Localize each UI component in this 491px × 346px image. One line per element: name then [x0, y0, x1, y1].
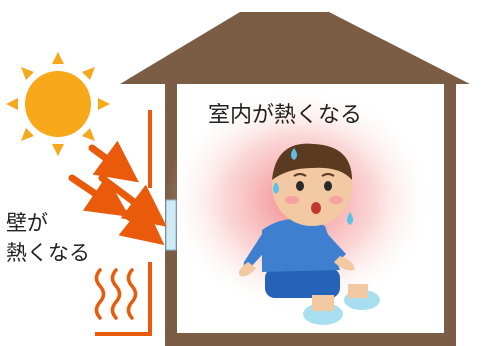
wall-heat-outline-lower	[95, 262, 152, 336]
heat-arrow-icon	[68, 140, 167, 246]
wall-right	[444, 84, 456, 346]
roof	[120, 12, 470, 84]
sun-icon	[6, 52, 110, 156]
wall-caption-line2: 熱くなる	[6, 241, 90, 265]
sweat-drop-icon	[273, 148, 353, 225]
wall-caption-line1: 壁が	[6, 211, 48, 235]
heat-wave-icon	[94, 268, 138, 320]
room-caption: 室内が熱くなる	[208, 103, 363, 128]
floor	[165, 333, 456, 346]
